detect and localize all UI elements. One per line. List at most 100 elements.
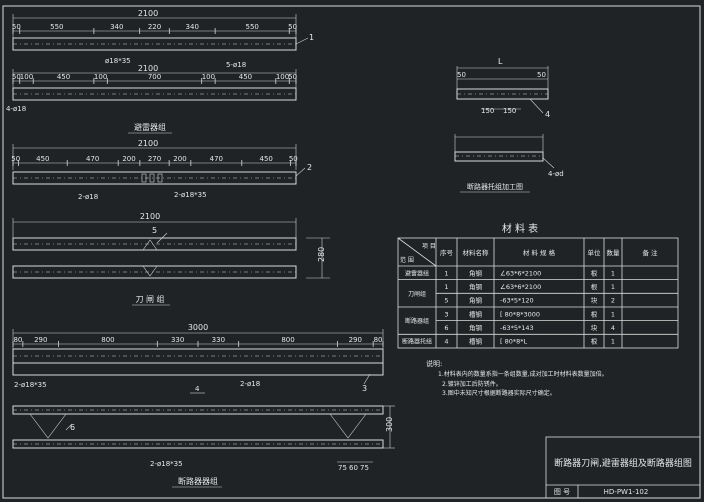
table-group-cell: 避雷器组 bbox=[405, 269, 429, 277]
hole-label: ø18*35 bbox=[105, 57, 131, 65]
hole-label-8: 2-ø18*35 bbox=[150, 460, 183, 468]
material-table: 材 料 表 项 目 范 围 序号材料名称材 料 规 格单位数量备 注 避雷器组刀… bbox=[397, 222, 679, 349]
arrester-dim-label: 550 bbox=[246, 23, 259, 31]
table-cell: -63*5*143 bbox=[500, 324, 534, 332]
drawing-no: HD-PW1-102 bbox=[604, 488, 649, 496]
table-group-cell: 刀闸组 bbox=[408, 290, 426, 298]
table-cell: 1 bbox=[444, 283, 448, 291]
hole-label-7: 2-ø18 bbox=[240, 380, 260, 388]
label-arrester-group: 避雷器组 bbox=[134, 122, 166, 132]
dim-overall-4: 2100 bbox=[140, 212, 160, 221]
table-header-cell: 单位 bbox=[588, 248, 602, 257]
table-cell: 根 bbox=[591, 337, 598, 346]
knife-dim-label: 470 bbox=[210, 155, 223, 163]
breaker-dim-label: 290 bbox=[34, 336, 47, 344]
table-cell: 根 bbox=[591, 282, 598, 291]
arrester-dim2-label: 450 bbox=[57, 73, 70, 81]
arrester-dim-label: 50 bbox=[288, 23, 297, 31]
title-block: 断路器刀闸,避雷器组及断路器组图 图 号 HD-PW1-102 bbox=[545, 436, 701, 499]
callout-4: 4 bbox=[545, 110, 550, 119]
table-cell: ∠63*6*2100 bbox=[500, 269, 541, 277]
hole-label-5: 2-ø18*35 bbox=[174, 191, 207, 199]
hole-label-9: 4-ød bbox=[548, 170, 564, 178]
dim-overall-5: 3000 bbox=[188, 323, 208, 332]
notes-title: 说明: bbox=[426, 359, 442, 368]
arrester-dim2-label: 700 bbox=[148, 73, 161, 81]
knife-dim-label: 450 bbox=[36, 155, 49, 163]
note-2: 2.镀锌加工后防锈件。 bbox=[442, 380, 502, 388]
table-cell: 块 bbox=[591, 323, 598, 332]
knife-dim-label: 200 bbox=[173, 155, 186, 163]
table-cell: 1 bbox=[611, 310, 615, 318]
side-dim-300: 300 bbox=[385, 417, 394, 432]
knife-dim-label: 470 bbox=[86, 155, 99, 163]
breaker-dim-label: 80 bbox=[13, 336, 22, 344]
breaker-dim-label: 800 bbox=[101, 336, 114, 344]
drawing-border bbox=[2, 5, 701, 499]
table-cell: 块 bbox=[591, 296, 598, 305]
arrester-dim-label: 340 bbox=[110, 23, 123, 31]
arrester-dim2-label: 50 bbox=[12, 73, 21, 81]
bottom-dim-60: 60 bbox=[349, 464, 358, 472]
dim-150a: 150 bbox=[481, 107, 494, 115]
label-knife-group: 刀 闸 组 bbox=[135, 294, 164, 304]
hole-label-3: 4-ø18 bbox=[6, 105, 26, 113]
table-cell: 2 bbox=[611, 297, 615, 305]
table-cell: 5 bbox=[444, 297, 448, 305]
hole-label-4: 2-ø18 bbox=[78, 193, 98, 201]
knife-switch-view-bottom: 2100 5 280 刀 闸 组 bbox=[12, 212, 330, 306]
table-header-cell: 数量 bbox=[607, 248, 621, 257]
dim-50a: 50 bbox=[457, 71, 466, 79]
arrester-dim2-label: 100 bbox=[94, 73, 107, 81]
arrester-dim2-label: 450 bbox=[239, 73, 252, 81]
dim-50b: 50 bbox=[537, 71, 546, 79]
dim-overall: 2100 bbox=[138, 9, 158, 18]
hole-label-2: 5-ø18 bbox=[226, 61, 246, 69]
dim-l: L bbox=[498, 57, 503, 66]
drawing-no-label: 图 号 bbox=[554, 488, 570, 496]
table-group-cell: 断路器组 bbox=[405, 317, 429, 325]
table-cell: 槽钢 bbox=[469, 309, 483, 318]
table-cell: 根 bbox=[591, 268, 598, 277]
table-header-cell: 材料名称 bbox=[463, 248, 490, 257]
material-table-title: 材 料 表 bbox=[502, 222, 538, 235]
bottom-dim-75a: 75 bbox=[338, 464, 347, 472]
dim-overall-3: 2100 bbox=[138, 139, 158, 148]
label-breaker-support: 断路器托组加工图 bbox=[467, 182, 523, 191]
table-cell: 1 bbox=[611, 269, 615, 277]
arrester-dim2-label: 100 bbox=[276, 73, 289, 81]
small-dim: 4 bbox=[195, 385, 200, 393]
table-cell: -63*5*120 bbox=[500, 297, 534, 305]
breaker-dim-label: 330 bbox=[171, 336, 184, 344]
arrester-dim2-label: 50 bbox=[288, 73, 297, 81]
drawing-title: 断路器刀闸,避雷器组及断路器组图 bbox=[554, 457, 692, 469]
knife-dim-label: 270 bbox=[148, 155, 161, 163]
table-cell: 6 bbox=[444, 324, 448, 332]
hole-label-6: 2-ø18*35 bbox=[14, 381, 47, 389]
arrester-dim-label: 550 bbox=[50, 23, 63, 31]
breaker-dim-label: 80 bbox=[374, 336, 383, 344]
table-cell: 槽钢 bbox=[469, 337, 483, 346]
table-group-cell: 断路器托组 bbox=[402, 338, 432, 346]
table-header-cell: 备 注 bbox=[642, 248, 658, 257]
callout-5: 5 bbox=[152, 226, 157, 235]
callout-6: 6 bbox=[70, 423, 75, 432]
breaker-dim-label: 290 bbox=[349, 336, 362, 344]
knife-dim-label: 50 bbox=[11, 155, 20, 163]
label-breaker-group: 断路器器组 bbox=[178, 476, 218, 486]
table-cell: 根 bbox=[591, 309, 598, 318]
callout-3: 3 bbox=[362, 384, 367, 393]
table-cell: 角钢 bbox=[469, 323, 483, 332]
table-cell: 角钢 bbox=[469, 268, 483, 277]
knife-dim-label: 450 bbox=[259, 155, 272, 163]
arrester-dim2-label: 100 bbox=[20, 73, 33, 81]
table-header-cell: 材 料 规 格 bbox=[523, 248, 556, 257]
diag-top: 项 目 bbox=[422, 243, 436, 250]
arrester-dim-label: 340 bbox=[186, 23, 199, 31]
